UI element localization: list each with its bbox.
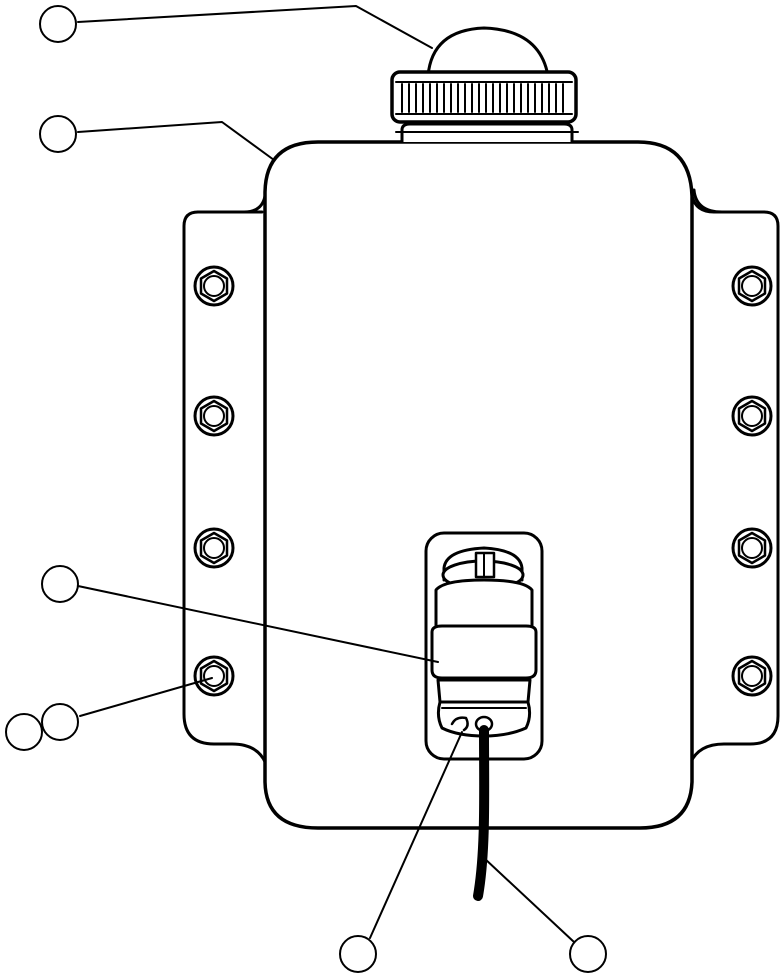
bolt-inner-ring	[741, 405, 763, 427]
bolt-hex-head	[737, 269, 767, 303]
bolt-inner-ring	[203, 665, 225, 687]
callout-tank-body	[39, 115, 77, 153]
mounting-bolt	[193, 655, 235, 697]
cable	[473, 725, 490, 901]
leader-cap	[77, 5, 433, 49]
bolt-inner-ring	[203, 537, 225, 559]
bolt-hex-head	[737, 531, 767, 565]
mounting-bolt	[193, 395, 235, 437]
leader-pump-outlet	[369, 731, 463, 939]
bolt-hex-head	[199, 269, 229, 303]
callout-pump-body	[41, 565, 79, 603]
mounting-bolt	[731, 527, 773, 569]
cap-dome	[426, 26, 550, 78]
bolt-inner-ring	[203, 405, 225, 427]
leader-bolt	[79, 677, 213, 717]
flange-right-shoulder	[690, 194, 766, 214]
callout-cap	[39, 5, 77, 43]
callout-bolt-b	[5, 713, 43, 751]
bolt-inner-ring	[203, 275, 225, 297]
bolt-inner-ring	[741, 665, 763, 687]
cap-knurling	[401, 83, 564, 113]
pump-outlet-nub	[450, 716, 469, 732]
bolt-hex-head	[737, 659, 767, 693]
mounting-bolt	[731, 395, 773, 437]
bolt-hex-head	[199, 659, 229, 693]
leader-pump-body	[77, 585, 439, 663]
pump-assembly	[430, 546, 538, 738]
flange-left-shoulder	[196, 194, 267, 214]
mounting-bolt	[731, 265, 773, 307]
cap	[390, 26, 578, 124]
bolt-inner-ring	[741, 275, 763, 297]
bolt-hex-head	[199, 531, 229, 565]
pump-lower-body	[436, 678, 532, 704]
callout-bolt-a	[41, 703, 79, 741]
bolt-hex-head	[199, 399, 229, 433]
mounting-bolt	[193, 265, 235, 307]
bolt-inner-ring	[741, 537, 763, 559]
pump-upper-body	[434, 578, 534, 630]
callout-cable	[569, 935, 607, 973]
mounting-bolt	[193, 527, 235, 569]
leader-lines	[77, 5, 575, 943]
callout-circles	[5, 5, 607, 973]
bolt-hex-head	[737, 399, 767, 433]
tank-body	[263, 140, 694, 830]
leader-cable	[483, 857, 575, 943]
mounting-bolt	[731, 655, 773, 697]
leader-tank-body	[77, 121, 275, 161]
callout-pump-outlet	[339, 935, 377, 973]
pump-main-body	[430, 624, 538, 680]
mounting-bolts	[193, 265, 773, 697]
